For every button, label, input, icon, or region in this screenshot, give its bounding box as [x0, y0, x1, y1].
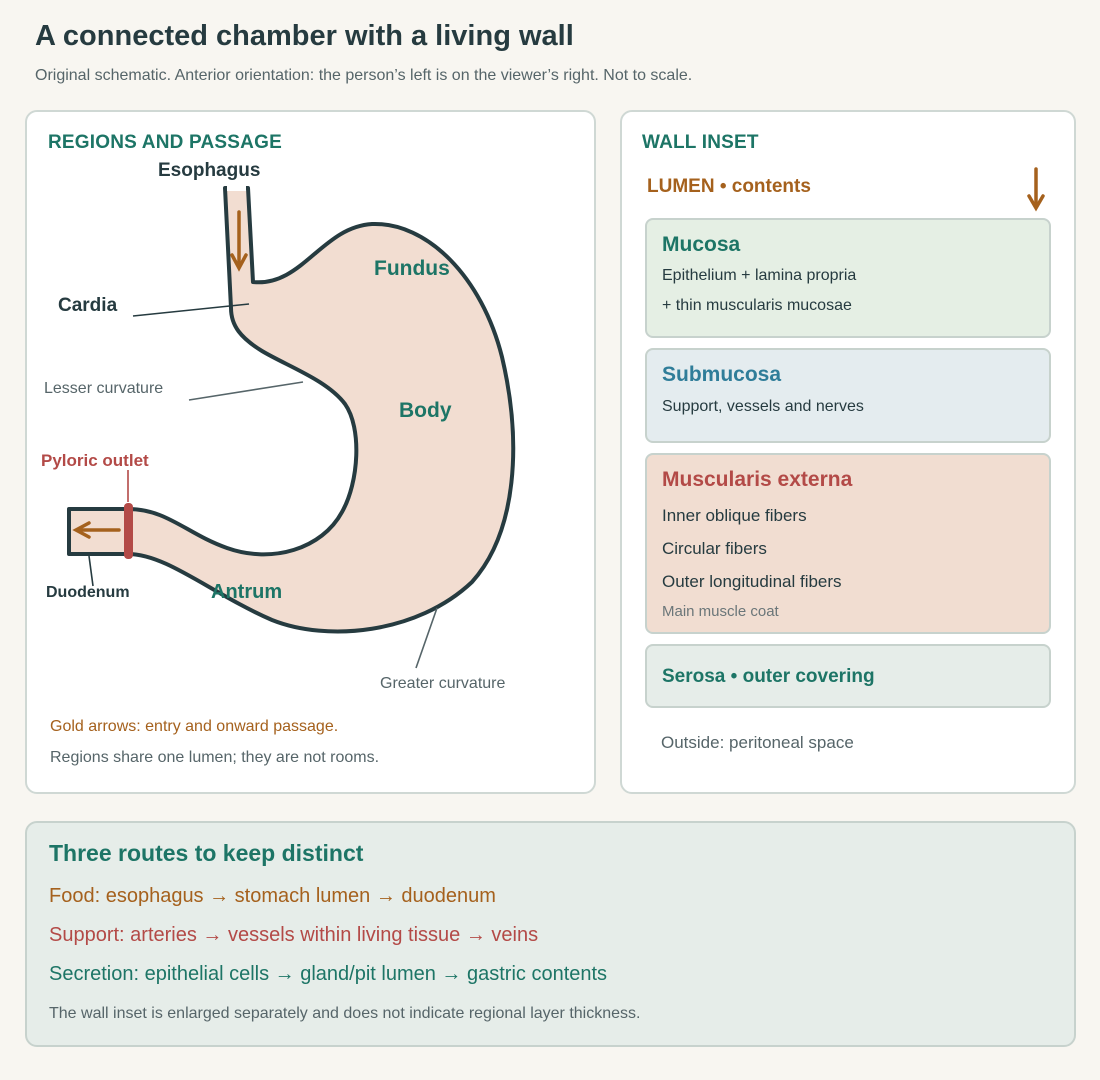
muscularis-line-3: Outer longitudinal fibers	[662, 572, 842, 591]
route-support: Support: arteries → vessels within livin…	[49, 924, 539, 946]
outside-label: Outside: peritoneal space	[661, 733, 854, 752]
muscularis-line-2: Circular fibers	[662, 539, 767, 558]
page-subtitle: Original schematic. Anterior orientation…	[35, 67, 693, 84]
wall-inset-panel: WALL INSET LUMEN • contents Mucosa Epith…	[620, 110, 1076, 794]
exit-arrow	[72, 521, 121, 539]
pyloric-sphincter	[124, 503, 133, 559]
serosa-layer: Serosa • outer covering	[645, 644, 1051, 708]
cardia-leader	[132, 303, 250, 317]
submucosa-title: Submucosa	[662, 363, 782, 386]
wall-inset-heading: WALL INSET	[642, 132, 759, 153]
greater-curvature-leader	[415, 607, 438, 669]
mucosa-layer: Mucosa Epithelium + lamina propria + thi…	[645, 218, 1051, 338]
muscularis-layer: Muscularis externa Inner oblique fibers …	[645, 453, 1051, 634]
lumen-note: Regions share one lumen; they are not ro…	[50, 749, 380, 766]
arrow-legend-note: Gold arrows: entry and onward passage.	[50, 718, 339, 735]
stomach-diagram	[67, 185, 516, 669]
submucosa-line-1: Support, vessels and nerves	[662, 398, 864, 415]
lesser-curvature-leader	[188, 381, 304, 401]
mucosa-line-1: Epithelium + lamina propria	[662, 267, 857, 284]
antrum-label: Antrum	[211, 581, 283, 603]
entry-arrow	[230, 210, 248, 272]
body-label: Body	[399, 399, 452, 422]
stomach-outline	[67, 186, 516, 634]
duodenum-label: Duodenum	[46, 584, 130, 601]
regions-panel: REGIONS AND PASSAGE Esophagus Cardia Fun…	[25, 110, 596, 794]
muscularis-line-1: Inner oblique fibers	[662, 506, 807, 525]
muscularis-note: Main muscle coat	[662, 603, 779, 620]
page-title: A connected chamber with a living wall	[35, 20, 574, 52]
lesser-curvature-label: Lesser curvature	[44, 380, 164, 397]
esophagus-label: Esophagus	[158, 160, 261, 181]
routes-panel: Three routes to keep distinct Food: esop…	[25, 821, 1076, 1047]
serosa-title: Serosa • outer covering	[662, 666, 875, 687]
routes-title: Three routes to keep distinct	[49, 840, 364, 866]
lumen-arrow-icon	[1027, 167, 1045, 212]
mucosa-title: Mucosa	[662, 233, 741, 256]
muscularis-title: Muscularis externa	[662, 468, 853, 491]
routes-note: The wall inset is enlarged separately an…	[49, 1005, 641, 1022]
lumen-label: LUMEN • contents	[647, 176, 811, 197]
cardia-label: Cardia	[58, 295, 118, 316]
duodenum-leader	[88, 555, 94, 587]
greater-curvature-label: Greater curvature	[380, 675, 506, 692]
route-secretion: Secretion: epithelial cells → gland/pit …	[49, 963, 608, 985]
route-food: Food: esophagus → stomach lumen → duoden…	[49, 885, 496, 907]
mucosa-line-2: + thin muscularis mucosae	[662, 297, 852, 314]
pyloric-outlet-label: Pyloric outlet	[41, 451, 149, 470]
regions-panel-heading: REGIONS AND PASSAGE	[48, 132, 282, 153]
submucosa-layer: Submucosa Support, vessels and nerves	[645, 348, 1051, 443]
fundus-label: Fundus	[374, 257, 450, 280]
